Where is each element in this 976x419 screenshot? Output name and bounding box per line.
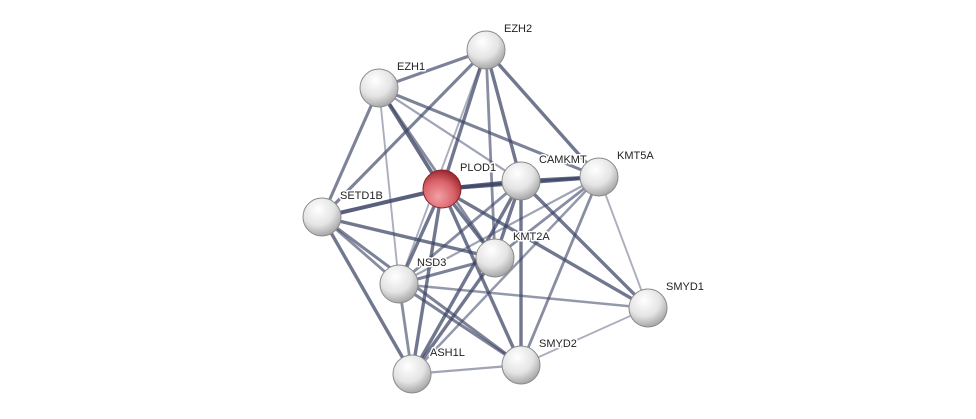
node-label: KMT2A: [513, 231, 550, 243]
node-label: SMYD2: [539, 338, 577, 350]
edge-ezh2-setd1b[interactable]: [320, 48, 488, 219]
edge-ezh1-camkmt[interactable]: [378, 87, 522, 182]
node-label: EZH1: [397, 61, 425, 73]
edge-camkmt-nsd3[interactable]: [398, 179, 522, 286]
node-ash1l[interactable]: ASH1L: [392, 346, 466, 394]
node-sphere[interactable]: [302, 197, 342, 237]
node-label: ASH1L: [430, 347, 465, 359]
node-setd1b[interactable]: SETD1B: [302, 189, 384, 237]
edge-kmt5a-ash1l[interactable]: [411, 176, 600, 375]
node-sphere[interactable]: [379, 264, 419, 304]
node-label: KMT5A: [617, 150, 654, 162]
edge-kmt5a-nsd3[interactable]: [398, 176, 600, 285]
node-nsd3[interactable]: NSD3: [379, 256, 448, 304]
edge-plod1-setd1b[interactable]: [321, 187, 443, 219]
edge-ezh2-kmt2a[interactable]: [484, 49, 497, 259]
edge-camkmt-smyd1[interactable]: [519, 179, 650, 310]
edge-smyd2-smyd1[interactable]: [520, 307, 649, 366]
edge-setd1b-kmt2a[interactable]: [321, 215, 496, 260]
edge-ezh2-camkmt[interactable]: [484, 49, 523, 182]
edge-nsd3-smyd1[interactable]: [398, 282, 649, 310]
node-sphere[interactable]: [392, 354, 432, 394]
edge-kmt2a-ash1l[interactable]: [410, 257, 497, 375]
edge-setd1b-smyd2[interactable]: [321, 215, 522, 367]
node-sphere[interactable]: [466, 30, 506, 70]
edge-plod1-smyd1[interactable]: [441, 187, 649, 310]
node-label: EZH2: [504, 23, 532, 35]
node-ezh1[interactable]: EZH1: [359, 60, 427, 108]
node-ezh2[interactable]: EZH2: [466, 22, 534, 70]
node-sphere[interactable]: [628, 288, 668, 328]
edge-kmt5a-smyd1[interactable]: [598, 176, 649, 309]
edge-nsd3-smyd2[interactable]: [398, 282, 522, 367]
node-sphere[interactable]: [501, 161, 541, 201]
node-sphere[interactable]: [501, 345, 541, 385]
edge-ezh1-nsd3[interactable]: [378, 87, 400, 285]
node-smyd2[interactable]: SMYD2: [501, 337, 578, 385]
edge-ezh2-nsd3[interactable]: [398, 49, 487, 285]
node-label: PLOD1: [460, 162, 496, 174]
edge-ezh1-kmt5a[interactable]: [378, 86, 600, 179]
node-sphere[interactable]: [579, 157, 619, 197]
node-plod1[interactable]: PLOD1: [422, 161, 498, 209]
edge-plod1-ash1l[interactable]: [410, 188, 444, 375]
node-sphere[interactable]: [359, 68, 399, 108]
node-label: NSD3: [417, 257, 446, 269]
node-label: SMYD1: [666, 281, 704, 293]
node-smyd1[interactable]: SMYD1: [628, 280, 705, 328]
node-label: SETD1B: [340, 190, 383, 202]
node-sphere[interactable]: [422, 169, 462, 209]
edge-setd1b-ash1l[interactable]: [320, 216, 414, 375]
edge-ezh2-kmt5a[interactable]: [484, 48, 601, 179]
edge-ezh1-setd1b[interactable]: [320, 87, 381, 218]
edge-kmt5a-kmt2a[interactable]: [494, 175, 600, 260]
edge-ezh2-plod1[interactable]: [440, 49, 488, 190]
node-kmt5a[interactable]: KMT5A: [579, 149, 656, 197]
node-sphere[interactable]: [475, 238, 515, 278]
edge-camkmt-ash1l[interactable]: [410, 180, 523, 375]
node-camkmt[interactable]: CAMKMT: [501, 153, 588, 201]
edge-kmt5a-smyd2[interactable]: [519, 176, 601, 366]
node-label: CAMKMT: [539, 154, 587, 166]
node-kmt2a[interactable]: KMT2A: [475, 230, 552, 278]
